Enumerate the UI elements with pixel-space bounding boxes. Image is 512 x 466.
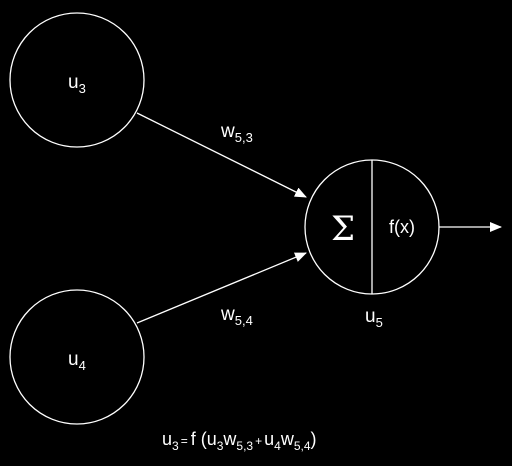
sum-symbol: Σ [331, 209, 355, 249]
input-node-u4: u4 [9, 289, 145, 425]
neuron-label-u5: u5 [365, 306, 383, 330]
activation-function-label: f(x) [389, 217, 415, 237]
neuron-u5: Σ f(x) [304, 159, 440, 295]
formula: u3=f (u3w5,3+u4w5,4) [162, 429, 317, 453]
weight-label-5-3: w5,3 [220, 121, 253, 145]
edge-u3-to-u5 [136, 112, 307, 198]
edge-u4-to-u5 [136, 252, 307, 324]
input-node-u3: u3 [9, 12, 145, 148]
weight-label-5-4: w5,4 [220, 304, 253, 328]
node-label-u3: u3 [68, 72, 86, 96]
node-label-u4: u4 [68, 349, 86, 373]
